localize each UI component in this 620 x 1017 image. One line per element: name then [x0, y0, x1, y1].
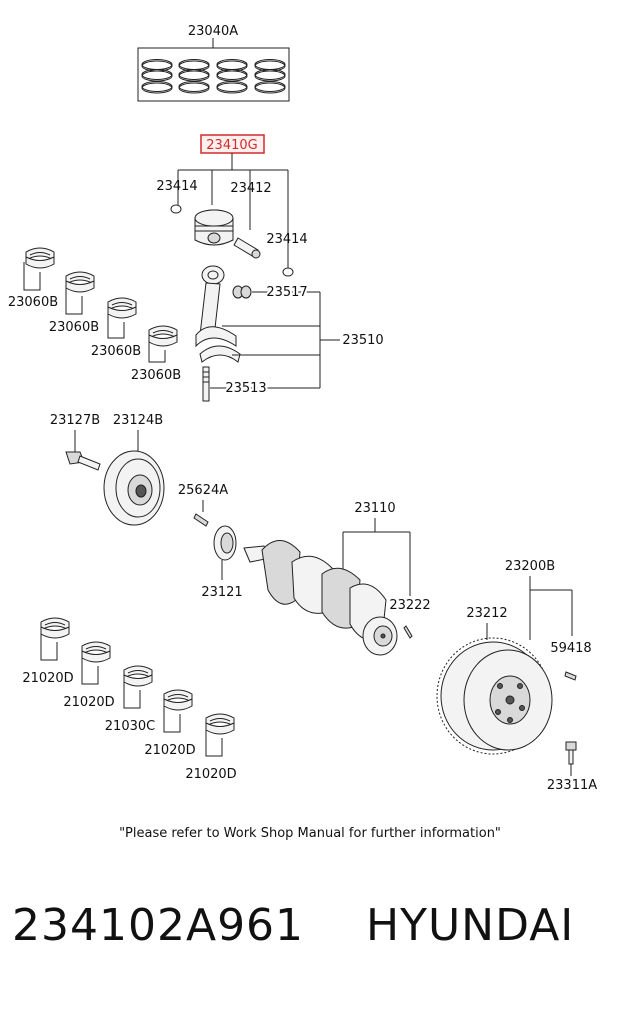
piston-pin[interactable] [233, 237, 261, 259]
conrod-bolt[interactable] [202, 366, 210, 402]
label-23412: 23412 [230, 181, 271, 196]
label-21020D-2: 21020D [63, 695, 114, 710]
label-21030C: 21030C [105, 719, 155, 734]
crank-pin[interactable] [403, 625, 413, 639]
label-23414-left: 23414 [156, 179, 197, 194]
flywheel-bolt[interactable] [565, 741, 577, 765]
woodruff-key[interactable] [193, 513, 209, 527]
label-23410G[interactable]: 23410G [206, 138, 257, 153]
label-23040A: 23040A [188, 24, 238, 39]
conrod-bearing-pair[interactable] [232, 285, 252, 299]
workshop-manual-note: "Please refer to Work Shop Manual for fu… [119, 826, 501, 841]
main-bearing-2[interactable] [81, 641, 111, 663]
conrod-bearing-4[interactable] [148, 325, 178, 347]
label-23517: 23517 [266, 285, 307, 300]
damper-pulley[interactable] [103, 450, 165, 526]
crank-sprocket[interactable] [213, 525, 237, 561]
conrod-bearing-3[interactable] [107, 297, 137, 319]
brand-name: HYUNDAI [366, 900, 575, 951]
label-23060B-4: 23060B [131, 368, 181, 383]
label-23124B: 23124B [113, 413, 163, 428]
part-number: 234102A961 [12, 900, 305, 951]
main-bearing-5[interactable] [205, 713, 235, 735]
pulley-bolt[interactable] [65, 451, 101, 471]
label-23110: 23110 [354, 501, 395, 516]
label-23212: 23212 [466, 606, 507, 621]
label-23060B-2: 23060B [49, 320, 99, 335]
label-23060B-1: 23060B [8, 295, 58, 310]
flywheel-dowel-pin[interactable] [564, 671, 577, 681]
connecting-rod[interactable] [195, 265, 241, 363]
label-23311A: 23311A [547, 778, 597, 793]
label-59418: 59418 [550, 641, 591, 656]
snap-ring-right[interactable] [282, 267, 294, 277]
label-21020D-4: 21020D [144, 743, 195, 758]
snap-ring-left[interactable] [170, 204, 182, 214]
crankshaft[interactable] [243, 540, 398, 656]
conrod-bearing-2[interactable] [65, 271, 95, 293]
piston[interactable] [194, 209, 234, 246]
label-23513: 23513 [225, 381, 266, 396]
label-23200B: 23200B [505, 559, 555, 574]
piston-ring-set[interactable] [137, 47, 290, 102]
main-bearing-1[interactable] [40, 617, 70, 639]
label-25624A: 25624A [178, 483, 228, 498]
flywheel[interactable] [436, 637, 553, 755]
label-23060B-3: 23060B [91, 344, 141, 359]
conrod-bearing-1[interactable] [25, 247, 55, 269]
label-21020D-1: 21020D [22, 671, 73, 686]
main-bearing-3[interactable] [123, 665, 153, 687]
label-23414-right: 23414 [266, 232, 307, 247]
main-bearing-4[interactable] [163, 689, 193, 711]
label-23222: 23222 [389, 598, 430, 613]
label-23121: 23121 [201, 585, 242, 600]
label-21020D-5: 21020D [185, 767, 236, 782]
exploded-parts-diagram: 23040A 23410G 23414 23412 23414 23060B 2… [8, 24, 597, 793]
label-23510: 23510 [342, 333, 383, 348]
label-23127B: 23127B [50, 413, 100, 428]
